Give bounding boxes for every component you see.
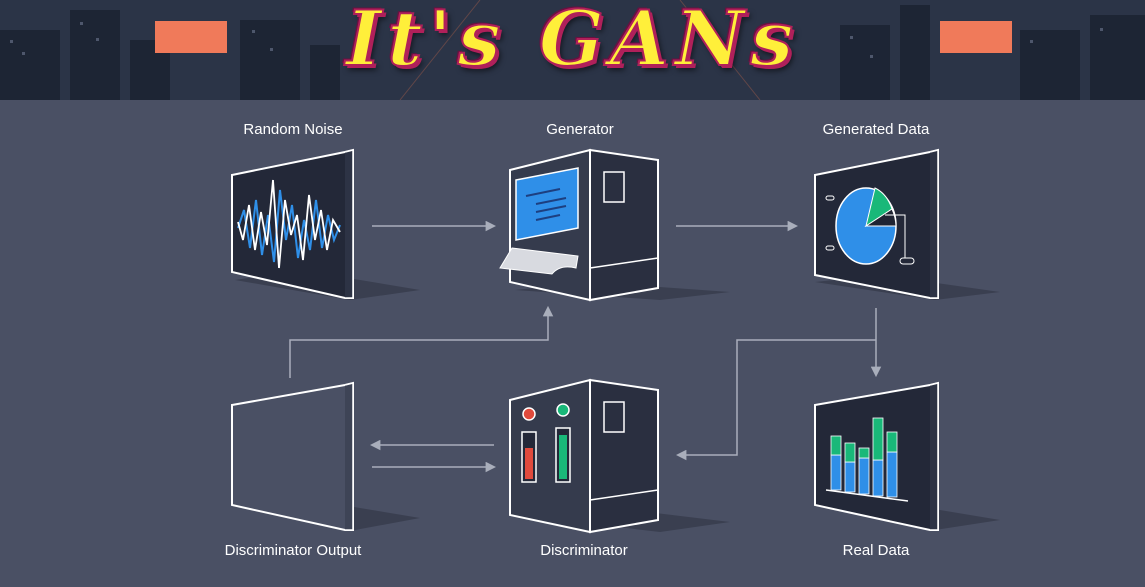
generator-paper-output	[499, 247, 579, 275]
gan-diagram: Random Noise Generator Generated Data Di…	[0, 100, 1145, 587]
arrow-generated-to-discriminator	[675, 339, 876, 461]
banner-title: It's GANs	[345, 0, 800, 84]
real-data-panel	[814, 381, 939, 531]
generator-screen	[515, 167, 579, 241]
generated-data-panel	[814, 148, 939, 299]
label-real-data: Real Data	[842, 542, 910, 559]
label-generated-data: Generated Data	[822, 121, 930, 138]
label-random-noise: Random Noise	[243, 121, 343, 138]
discriminator-machine	[509, 378, 659, 534]
diagram-graphics	[230, 148, 1000, 534]
header-banner: It's GANs	[0, 0, 1145, 100]
noise-wave-white	[237, 179, 341, 269]
banner-decoration-left	[155, 21, 227, 53]
label-discriminator: Discriminator	[540, 542, 628, 559]
green-indicator-light	[556, 403, 570, 417]
generator-machine	[499, 148, 659, 302]
label-discriminator-output: Discriminator Output	[224, 542, 362, 559]
arrow-feedback-to-generator	[289, 305, 554, 378]
label-generator: Generator	[546, 121, 614, 138]
random-noise-panel	[231, 148, 354, 299]
discriminator-output-panel	[231, 381, 354, 531]
banner-decoration-right	[940, 21, 1012, 53]
red-indicator-light	[522, 407, 536, 421]
bar-chart-icon	[830, 417, 898, 498]
